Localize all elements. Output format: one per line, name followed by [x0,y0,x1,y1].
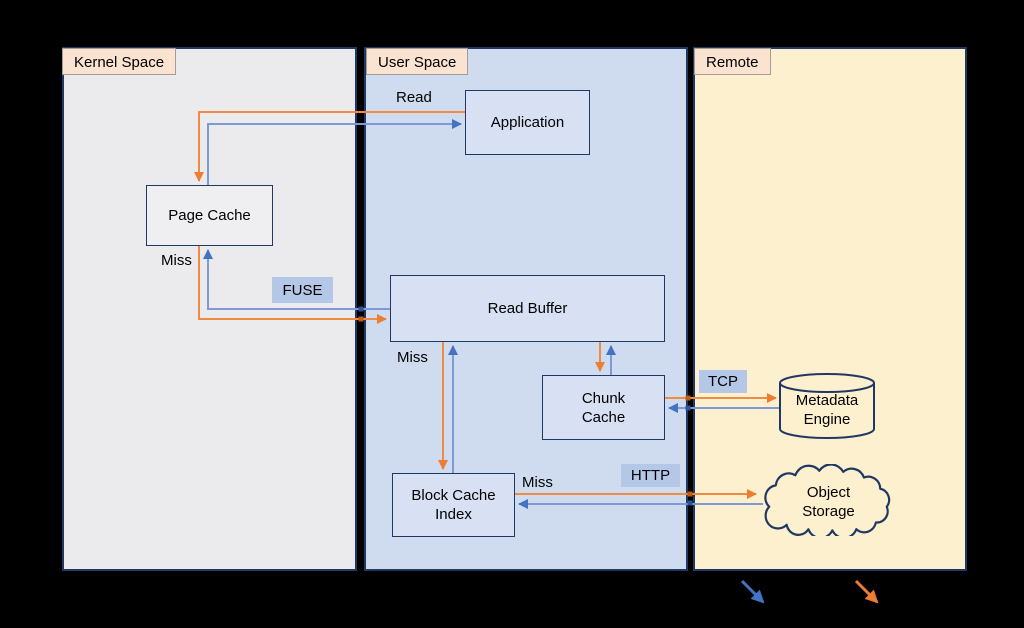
page-cache-node: Page Cache [146,185,273,246]
miss-label-block-cache-index: Miss [522,474,553,491]
object-storage-cloud [764,464,891,536]
application-node: Application [465,90,590,155]
connector-dot [358,306,364,312]
chunk-cache-node-label: Chunk Cache [581,389,626,426]
cloud-shape [764,464,891,536]
object-storage-node: Object Storage [766,478,891,526]
fuse-protocol-chip: FUSE [272,277,333,303]
metadata-engine-label: Metadata Engine [795,392,859,428]
connector-dot [358,316,364,322]
tcp-protocol-chip: TCP [699,370,747,393]
tcp-chip-label: TCP [708,373,738,390]
http-chip-label: HTTP [630,467,671,484]
chunk-cache-node: Chunk Cache [542,375,665,440]
connector-dot [687,491,693,497]
user-space-label: User Space [366,48,469,75]
kernel-space-panel [62,47,357,571]
object-storage-label: Object Storage [802,484,855,520]
read-edge-label: Read [396,89,432,106]
block-cache-index-node: Block Cache Index [392,473,515,537]
application-node-label: Application [490,114,565,131]
fuse-chip-label: FUSE [282,281,323,299]
read-buffer-node-label: Read Buffer [487,300,568,317]
miss-label-read-buffer: Miss [397,349,428,366]
metadata-engine-cylinder [779,373,875,439]
http-protocol-chip: HTTP [621,464,680,487]
connector-dot [687,500,693,506]
page-cache-node-label: Page Cache [168,207,251,224]
cylinder-body [779,383,875,439]
legend-orange-arrow [854,579,879,604]
cylinder-top [779,373,875,393]
miss-label-page-cache: Miss [161,252,192,269]
block-cache-index-node-label: Block Cache Index [411,487,496,523]
remote-label: Remote [694,48,771,75]
legend-blue-arrow [740,579,765,604]
metadata-engine-node: Metadata Engine [777,386,877,434]
kernel-space-label: Kernel Space [62,48,177,75]
read-buffer-node: Read Buffer [390,275,665,342]
